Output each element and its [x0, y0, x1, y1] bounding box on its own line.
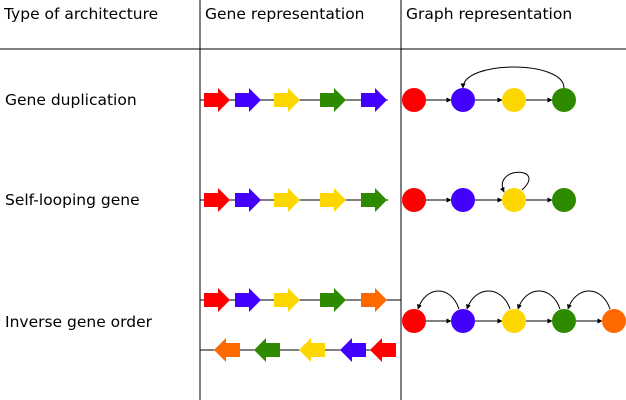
gene-arrow: [235, 288, 261, 312]
gene-arrow: [214, 338, 240, 362]
graph-edge: [517, 290, 561, 310]
gene-arrow: [204, 188, 230, 212]
gene-arrow: [361, 88, 387, 112]
header-graph-representation: Graph representation: [406, 5, 573, 23]
gene-arrow: [299, 338, 325, 362]
gene-arrow: [235, 88, 261, 112]
gene-arrow: [320, 288, 346, 312]
gene-arrow: [235, 188, 261, 212]
gene-arrow: [361, 288, 387, 312]
graph-node: [451, 88, 475, 112]
gene-arrow: [204, 88, 230, 112]
graph-node: [602, 309, 626, 333]
header-gene-representation: Gene representation: [205, 5, 365, 23]
gene-arrow: [361, 188, 387, 212]
graph-networks: [402, 66, 626, 333]
graph-edge: [466, 290, 511, 310]
graph-node: [402, 88, 426, 112]
graph-node: [451, 188, 475, 212]
gene-arrow: [254, 338, 280, 362]
graph-node: [402, 188, 426, 212]
graph-node: [552, 188, 576, 212]
gene-arrow: [204, 288, 230, 312]
row-label-inverse-gene-order: Inverse gene order: [5, 313, 153, 331]
gene-arrow: [274, 188, 300, 212]
graph-edge: [460, 66, 565, 89]
gene-arrows: [204, 88, 396, 362]
graph-node: [552, 309, 576, 333]
graph-node: [552, 88, 576, 112]
graph-edge: [417, 290, 460, 310]
graph-node: [451, 309, 475, 333]
row-label-self-looping-gene: Self-looping gene: [5, 191, 140, 209]
gene-arrow: [274, 88, 300, 112]
gene-arrow: [320, 88, 346, 112]
gene-arrow: [340, 338, 366, 362]
graph-edge: [499, 171, 530, 193]
gene-arrow: [320, 188, 346, 212]
graph-edge: [567, 290, 611, 310]
graph-node: [502, 188, 526, 212]
row-label-gene-duplication: Gene duplication: [5, 91, 137, 109]
graph-node: [402, 309, 426, 333]
graph-node: [502, 88, 526, 112]
header-architecture: Type of architecture: [4, 5, 159, 23]
gene-arrow: [274, 288, 300, 312]
graph-node: [502, 309, 526, 333]
gene-arrow: [370, 338, 396, 362]
